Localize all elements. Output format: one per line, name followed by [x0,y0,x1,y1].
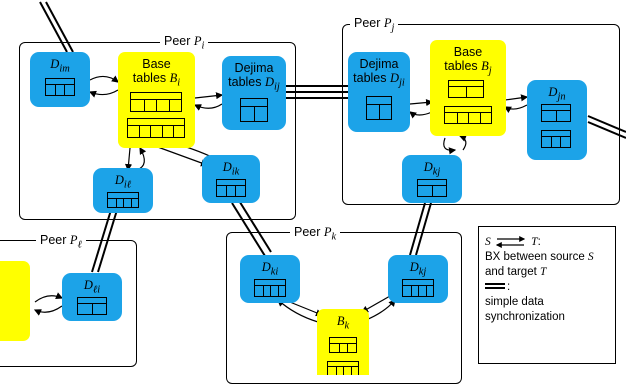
legend-sync-text-1: simple data [485,296,544,309]
dejima-table-dki[interactable]: Dki [240,255,300,303]
peer-pi-label: Peer Pi [160,34,209,54]
legend-sync-text-2: synchronization [485,311,565,324]
legend-sync-symbol: : [485,280,609,295]
table-icon [444,106,492,124]
base-tables-bj[interactable]: Base tables Bj [430,40,506,136]
sync-lines-icon [485,283,505,289]
dejima-table-dli[interactable]: Dℓi [62,273,122,321]
sync-line-dik-dki [231,198,272,257]
peer-pi-box [19,42,296,220]
table-icon [327,361,359,375]
peer-pj-box [342,24,620,205]
table-icon [417,179,447,197]
table-icon [216,179,246,197]
dejima-tables-dji[interactable]: Dejima tables Dji [348,52,410,132]
dejima-table-dkj-pk[interactable]: Dkj [388,255,448,303]
legend-bx-symbol: S T: [485,236,541,249]
dejima-table-dil[interactable]: Diℓ [93,168,153,213]
table-icon [130,92,182,112]
bx-arrows [33,75,529,323]
peer-pj-label: Peer Pj [350,16,399,36]
table-icon [45,78,75,96]
dejima-table-dik[interactable]: Dik [202,155,260,203]
table-icon [366,96,392,120]
table-icon [77,297,107,315]
bx-arrows-icon [495,236,526,248]
table-icon [541,130,571,148]
table-icon [541,104,571,122]
base-tables-bk[interactable]: Bk [317,309,369,375]
table-icon [329,337,357,353]
sync-line-dkj-dkj [409,202,432,256]
peer-pl-label: Peer Pℓ [36,233,86,253]
dejima-table-dkj-pj[interactable]: Dkj [402,155,462,203]
connections-layer [33,1,626,323]
dejima-tables-dij[interactable]: Dejima tables Dij [222,56,286,130]
sync-line-dil-dli [91,209,118,273]
table-icon [240,98,268,122]
table-icon [402,279,434,297]
table-icon [127,118,185,138]
base-tables-pl[interactable] [0,261,30,341]
legend-bx-text-2: and target T [485,266,547,279]
sync-line-pi-top [39,1,74,53]
dejima-table-djn[interactable]: Djn [527,80,587,160]
legend: S T: BX between source S and target T : … [478,226,616,364]
table-icon [107,192,139,208]
table-icon [448,80,484,98]
dejima-table-dim[interactable]: Dim [30,52,90,107]
legend-bx-text-1: BX between source S [485,251,594,264]
base-tables-bi[interactable]: Base tables Bi [118,52,195,148]
table-icon [254,279,286,297]
peer-pk-label: Peer Pk [290,225,341,245]
